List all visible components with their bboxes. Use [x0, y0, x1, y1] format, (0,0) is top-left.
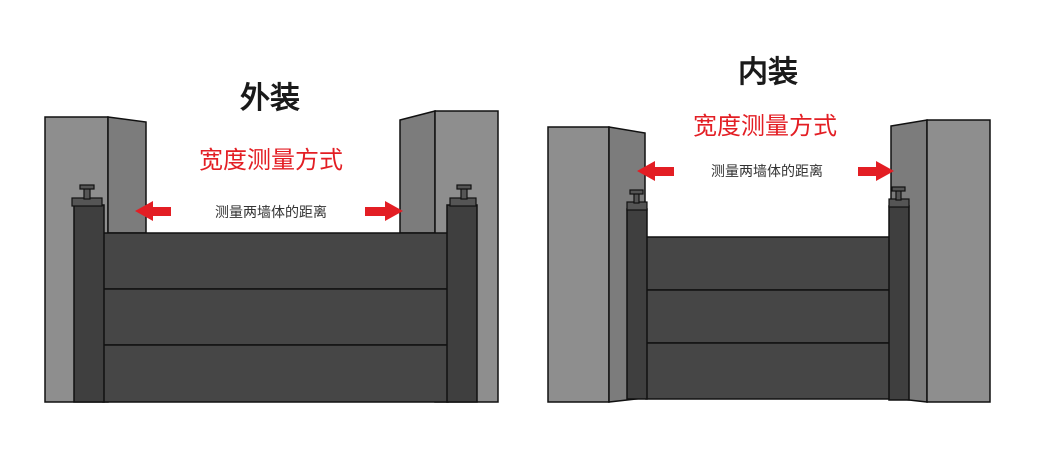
inner-left-arrow-icon: [637, 161, 674, 181]
outer-right-wall-side: [399, 110, 436, 234]
outer-title: 外装: [240, 81, 300, 116]
outer-subtitle: 宽度测量方式: [199, 146, 343, 174]
inner-measure-label: 测量两墙体的距离: [711, 163, 823, 180]
inner-panel-bottom: [645, 342, 891, 400]
outer-right-arrow-icon: [365, 201, 403, 221]
outer-right-post: [446, 204, 478, 403]
outer-panel-bottom: [102, 344, 449, 403]
outer-panel-top: [102, 232, 449, 290]
outer-flood-panels: [102, 232, 449, 403]
inner-right-arrow-icon: [858, 161, 894, 181]
outer-panel-middle: [102, 288, 449, 346]
outer-install-diagram: 外装 宽度测量方式 测量两墙体的距离: [44, 81, 499, 403]
outer-right-clamp: [449, 184, 477, 207]
inner-left-clamp: [626, 189, 648, 211]
outer-left-post: [73, 204, 105, 403]
outer-measure-label: 测量两墙体的距离: [215, 204, 327, 221]
outer-left-clamp: [71, 184, 103, 207]
outer-left-arrow-icon: [135, 201, 171, 221]
inner-subtitle: 宽度测量方式: [693, 112, 837, 140]
inner-right-clamp: [888, 186, 910, 208]
inner-install-diagram: 内装 宽度测量方式 测量两墙体的距离: [547, 55, 991, 403]
inner-left-wall-front: [547, 126, 610, 403]
inner-right-wall-front: [926, 119, 991, 403]
inner-flood-panels: [645, 236, 891, 400]
inner-right-post: [888, 205, 910, 401]
inner-panel-top: [645, 236, 891, 291]
inner-panel-middle: [645, 289, 891, 344]
inner-title: 内装: [738, 55, 798, 90]
outer-left-wall-side: [107, 116, 147, 234]
inner-left-post: [626, 208, 648, 400]
